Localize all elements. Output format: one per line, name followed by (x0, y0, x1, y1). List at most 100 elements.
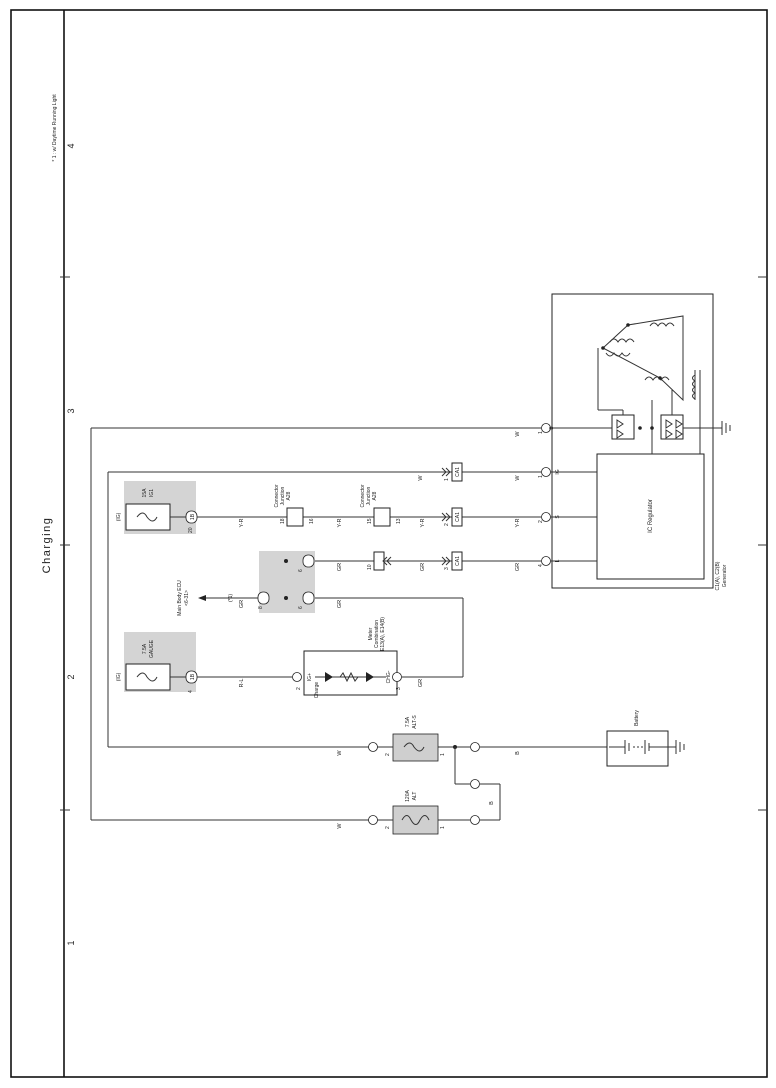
svg-text:A28: A28 (286, 491, 292, 500)
svg-text:B: B (489, 801, 495, 805)
svg-text:CHG-: CHG- (386, 670, 392, 683)
svg-text:CA1: CA1 (455, 512, 461, 522)
svg-text:Main Body ECU: Main Body ECU (177, 580, 183, 616)
fuse-alt: 2 1 120A ALT (368, 790, 480, 835)
ic-regulator-box (596, 453, 705, 580)
svg-text:IG1: IG1 (149, 489, 155, 497)
svg-text:18: 18 (280, 518, 286, 524)
svg-text:GR: GR (418, 679, 424, 687)
wire-labels: W W W Y-R Y-R Y-R Y-R GR GR GR GR GR GR … (239, 431, 521, 829)
junction-block-gauge: 6 6 8 (257, 551, 315, 613)
page-frame (10, 9, 768, 1078)
svg-text:R-L: R-L (239, 679, 245, 688)
ic-regulator-label: IC Regulator (648, 499, 654, 533)
svg-text:(IG): (IG) (116, 672, 122, 681)
svg-text:7.5A: 7.5A (142, 643, 148, 654)
junction-connector-a28-2: A28 Junction Connector 16 18 (274, 484, 315, 527)
svg-text:4: 4 (538, 564, 544, 567)
svg-text:Battery: Battery (634, 710, 640, 726)
svg-text:W: W (337, 823, 343, 829)
grid-ticks (60, 276, 767, 811)
svg-text:6: 6 (298, 606, 304, 609)
svg-text:2: 2 (444, 523, 450, 526)
svg-text:GR: GR (337, 563, 343, 571)
svg-text:1: 1 (444, 478, 450, 481)
svg-text:16: 16 (309, 518, 315, 524)
svg-text:Y-R: Y-R (337, 518, 343, 527)
main-body-ecu-reference: (*1) <6-31> Main Body ECU (177, 580, 234, 616)
svg-text:15: 15 (367, 518, 373, 524)
svg-text:7.5A: 7.5A (405, 716, 411, 727)
svg-text:6: 6 (298, 569, 304, 572)
grid-number-3: 3 (66, 408, 76, 413)
svg-text:1: 1 (538, 431, 544, 434)
svg-text:Junction: Junction (280, 486, 286, 505)
svg-text:(*1): (*1) (228, 594, 234, 602)
svg-text:A28: A28 (372, 491, 378, 500)
svg-text:1B: 1B (190, 673, 196, 680)
svg-text:ALT-S: ALT-S (412, 715, 418, 729)
svg-text:8: 8 (258, 606, 264, 609)
svg-text:15A: 15A (142, 488, 148, 498)
wire-lines (90, 427, 612, 821)
svg-text:W: W (515, 475, 521, 481)
svg-text:W: W (337, 750, 343, 756)
svg-text:2: 2 (385, 826, 391, 829)
svg-text:B: B (515, 751, 521, 755)
svg-text:1: 1 (440, 753, 446, 756)
svg-text:Y-R: Y-R (239, 518, 245, 527)
svg-text:GR: GR (239, 600, 245, 608)
generator: IC Regulator C1(A), C2(B) Generator (551, 293, 731, 590)
svg-text:GAUGE: GAUGE (149, 639, 155, 658)
battery: Battery (606, 710, 685, 767)
generator-ref: C1(A), C2(B) (715, 561, 721, 590)
svg-text:E13(A), E14(B): E13(A), E14(B) (380, 617, 386, 651)
svg-text:10: 10 (367, 564, 373, 570)
svg-text:Y-R: Y-R (515, 518, 521, 527)
fuse-gauge: 1B 4 (IG) 7.5A GAUGE (116, 632, 198, 693)
svg-text:Combination: Combination (374, 620, 380, 648)
svg-text:GR: GR (337, 600, 343, 608)
svg-text:Connector: Connector (360, 484, 366, 507)
svg-text:<6-31>: <6-31> (184, 590, 190, 606)
svg-text:W: W (515, 431, 521, 437)
svg-text:1B: 1B (190, 513, 196, 520)
svg-text:GR: GR (515, 563, 521, 571)
svg-text:3: 3 (396, 687, 402, 690)
svg-text:Junction: Junction (366, 486, 372, 505)
svg-text:Y-R: Y-R (420, 518, 426, 527)
svg-text:13: 13 (396, 518, 402, 524)
svg-text:ALT: ALT (412, 792, 418, 801)
generator-name: Generator (722, 564, 728, 587)
combination-meter: Combination Meter E13(A), E14(B) 2 3 IG+… (292, 617, 402, 699)
svg-text:IG+: IG+ (307, 673, 313, 681)
svg-text:CA1: CA1 (455, 467, 461, 477)
svg-text:Meter: Meter (368, 627, 374, 640)
svg-text:3: 3 (444, 567, 450, 570)
connector-ca1: CA1 1 CA1 2 CA1 3 10 (367, 462, 463, 571)
svg-text:Charge: Charge (314, 682, 320, 699)
svg-text:2: 2 (385, 753, 391, 756)
grid-number-2: 2 (66, 674, 76, 679)
fuse-ig1: 1B 20 (IG) 15A IG1 (116, 481, 198, 534)
footnote: * 1 : w/ Daytime Running Light (52, 94, 58, 162)
fuse-alt-s: 2 1 7.5A ALT-S (368, 715, 480, 789)
svg-text:120A: 120A (405, 790, 411, 802)
svg-text:20: 20 (188, 527, 194, 533)
svg-text:GR: GR (420, 563, 426, 571)
svg-text:1: 1 (538, 475, 544, 478)
page-title: Charging (41, 517, 53, 574)
grid-number-4: 4 (66, 143, 76, 148)
grid-number-1: 1 (66, 940, 76, 945)
svg-text:2: 2 (296, 687, 302, 690)
junction-connector-a28-1: A28 Junction Connector 13 15 (360, 484, 402, 527)
svg-text:1: 1 (440, 826, 446, 829)
svg-text:W: W (418, 475, 424, 481)
svg-text:2: 2 (538, 520, 544, 523)
svg-text:Connector: Connector (274, 484, 280, 507)
svg-text:CA1: CA1 (455, 556, 461, 566)
svg-text:4: 4 (188, 690, 194, 693)
svg-text:(IG): (IG) (116, 512, 122, 521)
